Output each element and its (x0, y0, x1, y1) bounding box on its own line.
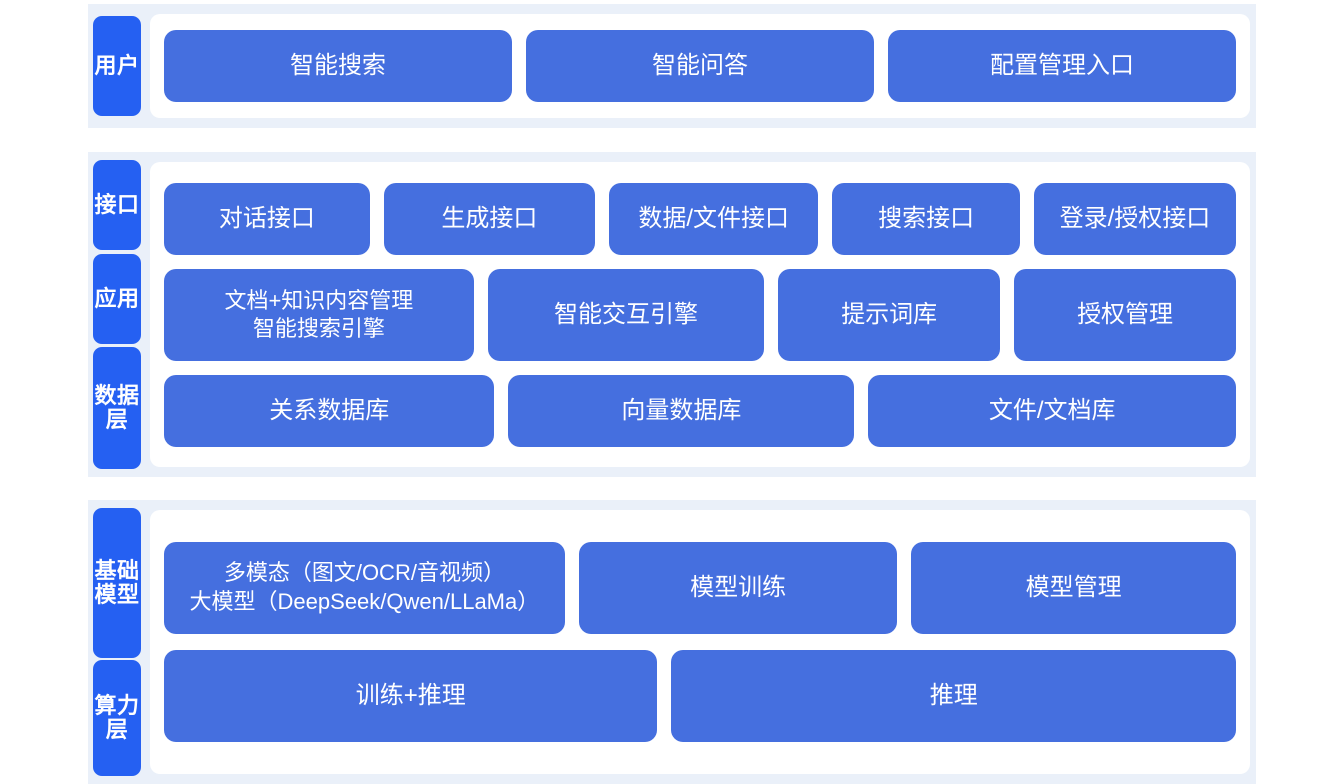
section-base: 基础模型 算力层 多模态（图文/OCR/音视频） 大模型（DeepSeek/Qw… (88, 500, 1256, 784)
tag-column-base: 基础模型 算力层 (88, 500, 146, 784)
box-file-document-store[interactable]: 文件/文档库 (868, 374, 1236, 447)
layer-tag-base-model-label: 基础模型 (94, 558, 140, 607)
layer-tag-user-label: 用户 (94, 53, 140, 79)
box-doc-knowledge-management[interactable]: 文档+知识内容管理 智能搜索引擎 (164, 268, 474, 361)
card-middle: 对话接口 生成接口 数据/文件接口 搜索接口 登录/授权接口 文档+知识内容管理… (150, 162, 1250, 467)
box-model-management[interactable]: 模型管理 (911, 542, 1236, 634)
box-config-management-entry[interactable]: 配置管理入口 (888, 30, 1236, 102)
layer-tag-compute[interactable]: 算力层 (93, 660, 141, 776)
layer-tag-data[interactable]: 数据层 (93, 347, 141, 469)
box-login-auth-api[interactable]: 登录/授权接口 (1033, 182, 1236, 255)
box-vector-database[interactable]: 向量数据库 (508, 374, 855, 447)
row-compute: 训练+推理 推理 (164, 650, 1236, 742)
box-search-api[interactable]: 搜索接口 (832, 182, 1020, 255)
box-interaction-engine[interactable]: 智能交互引擎 (487, 268, 765, 361)
tag-column-user: 用户 (88, 4, 146, 128)
layer-tag-compute-label: 算力层 (94, 693, 140, 742)
row-model: 多模态（图文/OCR/音视频） 大模型（DeepSeek/Qwen/LLaMa）… (164, 542, 1236, 634)
row-application: 文档+知识内容管理 智能搜索引擎 智能交互引擎 提示词库 授权管理 (164, 268, 1236, 361)
layer-tag-application[interactable]: 应用 (93, 253, 141, 344)
layer-tag-user[interactable]: 用户 (93, 16, 141, 116)
box-model-training[interactable]: 模型训练 (578, 542, 898, 634)
card-base: 多模态（图文/OCR/音视频） 大模型（DeepSeek/Qwen/LLaMa）… (150, 510, 1250, 774)
card-user: 智能搜索 智能问答 配置管理入口 (150, 14, 1250, 118)
box-smart-qa[interactable]: 智能问答 (526, 30, 874, 102)
layer-tag-base-model[interactable]: 基础模型 (93, 508, 141, 658)
row-api: 对话接口 生成接口 数据/文件接口 搜索接口 登录/授权接口 (164, 182, 1236, 255)
box-relational-database[interactable]: 关系数据库 (164, 374, 495, 447)
box-multimodal-llm[interactable]: 多模态（图文/OCR/音视频） 大模型（DeepSeek/Qwen/LLaMa） (164, 542, 565, 634)
layer-tag-application-label: 应用 (94, 285, 140, 311)
box-prompt-library[interactable]: 提示词库 (778, 268, 1001, 361)
row-user: 智能搜索 智能问答 配置管理入口 (164, 30, 1236, 102)
box-generate-api[interactable]: 生成接口 (383, 182, 595, 255)
section-user: 用户 智能搜索 智能问答 配置管理入口 (88, 4, 1256, 128)
tag-column-middle: 接口 应用 数据层 (88, 152, 146, 477)
box-data-file-api[interactable]: 数据/文件接口 (608, 182, 819, 255)
box-smart-search[interactable]: 智能搜索 (164, 30, 512, 102)
section-middle: 接口 应用 数据层 对话接口 生成接口 数据/文件接口 搜索接口 登录/授权接口… (88, 152, 1256, 477)
box-inference[interactable]: 推理 (671, 650, 1236, 742)
box-train-plus-inference[interactable]: 训练+推理 (164, 650, 658, 742)
layer-tag-data-label: 数据层 (94, 383, 140, 432)
box-dialog-api[interactable]: 对话接口 (164, 182, 370, 255)
row-data: 关系数据库 向量数据库 文件/文档库 (164, 374, 1236, 447)
layer-tag-api-label: 接口 (94, 192, 140, 218)
box-auth-management[interactable]: 授权管理 (1014, 268, 1236, 361)
layer-tag-api[interactable]: 接口 (93, 160, 141, 250)
